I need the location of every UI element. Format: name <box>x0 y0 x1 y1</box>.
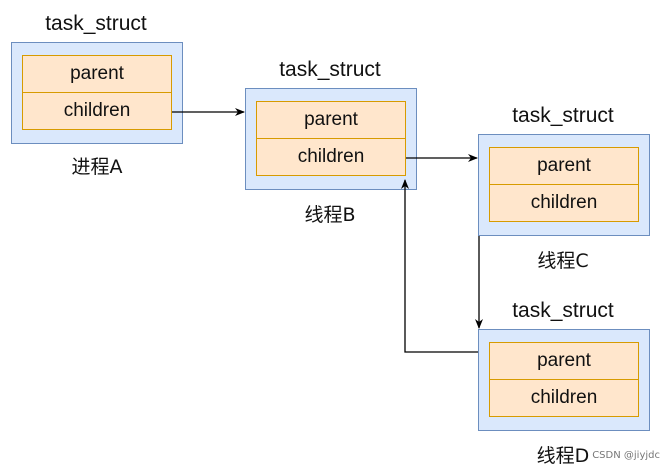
box-b-caption: 线程B <box>304 204 356 226</box>
box-c-parent-field: parent <box>489 147 639 185</box>
box-a-title: task_struct <box>45 12 147 35</box>
box-d-caption: 线程D <box>536 445 590 467</box>
task-struct-c: parent children <box>478 134 650 236</box>
box-d-parent-field: parent <box>489 342 639 380</box>
box-b-parent-field: parent <box>256 101 406 139</box>
box-d-title: task_struct <box>512 299 614 322</box>
box-d-children-field: children <box>489 379 639 417</box>
watermark: CSDN @jiyjdc <box>592 450 660 461</box>
task-struct-d: parent children <box>478 329 650 431</box>
box-c-caption: 线程C <box>537 250 589 272</box>
box-c-children-field: children <box>489 184 639 222</box>
arrow-d-to-b <box>401 179 478 353</box>
box-a-caption: 进程A <box>71 156 123 178</box>
box-b-children-field: children <box>256 138 406 176</box>
box-c-title: task_struct <box>512 104 614 127</box>
box-a-children-field: children <box>22 92 172 130</box>
box-b-title: task_struct <box>279 58 381 81</box>
task-struct-a: parent children <box>11 42 183 144</box>
task-struct-b: parent children <box>245 88 417 190</box>
